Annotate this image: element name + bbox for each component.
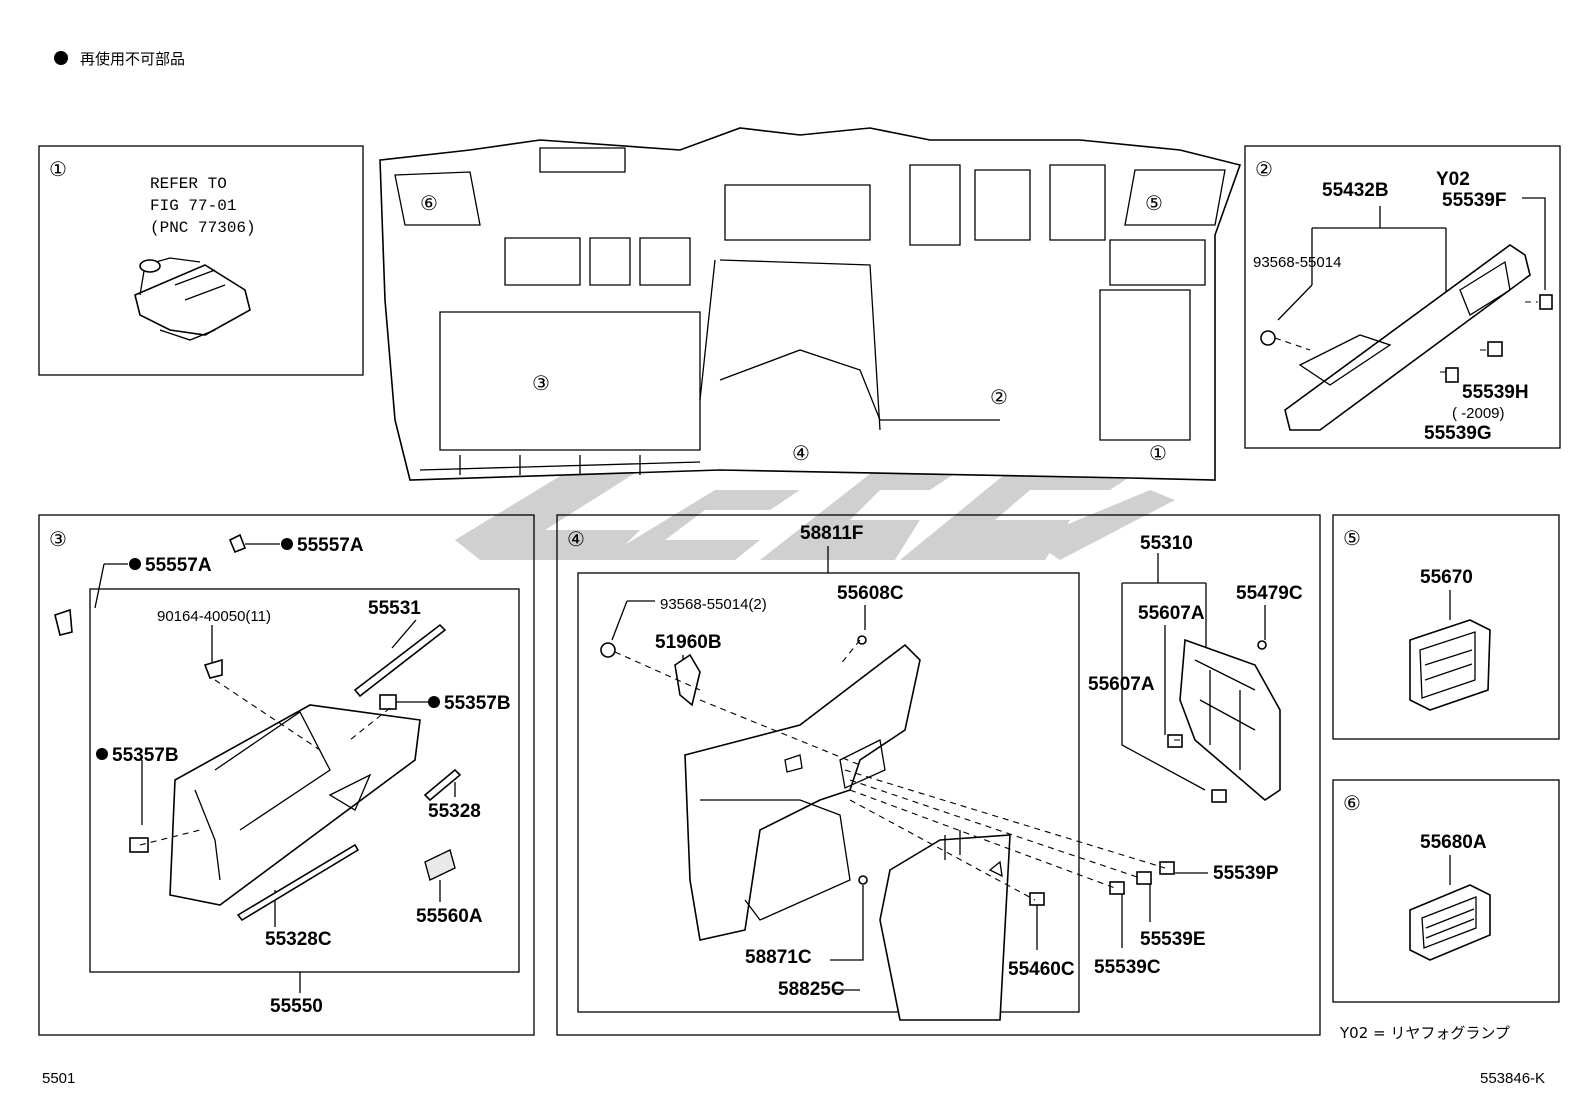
label-55357B-1: 55357B xyxy=(444,693,511,714)
label-55539C: 55539C xyxy=(1094,957,1161,978)
box-5 xyxy=(1332,514,1560,740)
callout-1: ① xyxy=(49,157,67,181)
callout-5-panel: ⑤ xyxy=(1145,191,1163,215)
label-55328C: 55328C xyxy=(265,929,332,950)
label-55432B: 55432B xyxy=(1322,180,1389,201)
switch-panel-icon xyxy=(1260,244,1553,431)
glove-box-icon xyxy=(54,533,462,922)
callout-5: ⑤ xyxy=(1343,526,1361,550)
label-55310: 55310 xyxy=(1140,533,1193,554)
label-55479C: 55479C xyxy=(1236,583,1303,604)
callout-1-panel: ① xyxy=(1149,441,1167,465)
watermark xyxy=(455,470,1175,560)
refer-line-1: REFER TO xyxy=(150,175,227,193)
instrument-panel-icon xyxy=(379,127,1242,481)
footer-right-code: 553846-K xyxy=(1480,1070,1545,1087)
footer-left-code: 5501 xyxy=(42,1070,75,1087)
box-4 xyxy=(556,514,1321,1036)
label-55539H: 55539H xyxy=(1462,382,1529,403)
console-panel-icon xyxy=(600,635,1281,1021)
legend-text: 再使用不可部品 xyxy=(80,50,185,68)
air-vent-icon xyxy=(1409,884,1491,961)
refer-line-2: FIG 77-01 xyxy=(150,197,236,215)
box-1 xyxy=(38,145,364,376)
label-55560A: 55560A xyxy=(416,906,483,927)
callout-2: ② xyxy=(1255,157,1273,181)
dot-icon xyxy=(96,748,108,760)
callout-4-panel: ④ xyxy=(792,441,810,465)
label-55670: 55670 xyxy=(1420,567,1473,588)
label-93568-55014-2: 93568-55014(2) xyxy=(660,596,767,613)
refer-line-3: (PNC 77306) xyxy=(150,219,256,237)
callout-3: ③ xyxy=(49,527,67,551)
label-58825C: 58825C xyxy=(778,979,845,1000)
label-55557A-1: 55557A xyxy=(297,535,364,556)
label-55531: 55531 xyxy=(368,598,421,619)
label-55328: 55328 xyxy=(428,801,481,822)
label-2009: ( -2009) xyxy=(1452,405,1505,422)
label-55607A-1: 55607A xyxy=(1138,603,1205,624)
callout-2-panel: ② xyxy=(990,385,1008,409)
label-51960B: 51960B xyxy=(655,632,722,653)
dot-icon xyxy=(428,696,440,708)
label-55539G: 55539G xyxy=(1424,423,1492,444)
label-55608C: 55608C xyxy=(837,583,904,604)
label-58871C: 58871C xyxy=(745,947,812,968)
box-3-inner xyxy=(89,588,520,973)
label-55550: 55550 xyxy=(270,996,323,1017)
label-55357B-2: 55357B xyxy=(112,745,179,766)
callout-6-panel: ⑥ xyxy=(420,191,438,215)
air-vent-icon xyxy=(1409,619,1491,711)
box-3 xyxy=(38,514,535,1036)
label-55680A: 55680A xyxy=(1420,832,1487,853)
label-Y02: Y02 xyxy=(1436,169,1470,190)
label-55460C: 55460C xyxy=(1008,959,1075,980)
dot-icon xyxy=(129,558,141,570)
label-55539E: 55539E xyxy=(1140,929,1206,950)
legend-dot-icon xyxy=(54,51,68,65)
label-55557A-2: 55557A xyxy=(145,555,212,576)
label-90164-40050: 90164-40050(11) xyxy=(157,608,271,625)
label-55539P: 55539P xyxy=(1213,863,1279,884)
dot-icon xyxy=(281,538,293,550)
callout-4: ④ xyxy=(567,527,585,551)
callout-6: ⑥ xyxy=(1343,791,1361,815)
label-93568-55014: 93568-55014 xyxy=(1253,254,1341,271)
label-55539F: 55539F xyxy=(1442,190,1506,211)
box-6 xyxy=(1332,779,1560,1003)
footer-note: Y02 = リヤフォグランプ xyxy=(1339,1024,1510,1042)
label-58811F: 58811F xyxy=(800,523,863,544)
box-2 xyxy=(1244,145,1561,449)
callout-3-panel: ③ xyxy=(532,371,550,395)
switch-part-icon xyxy=(134,257,251,341)
